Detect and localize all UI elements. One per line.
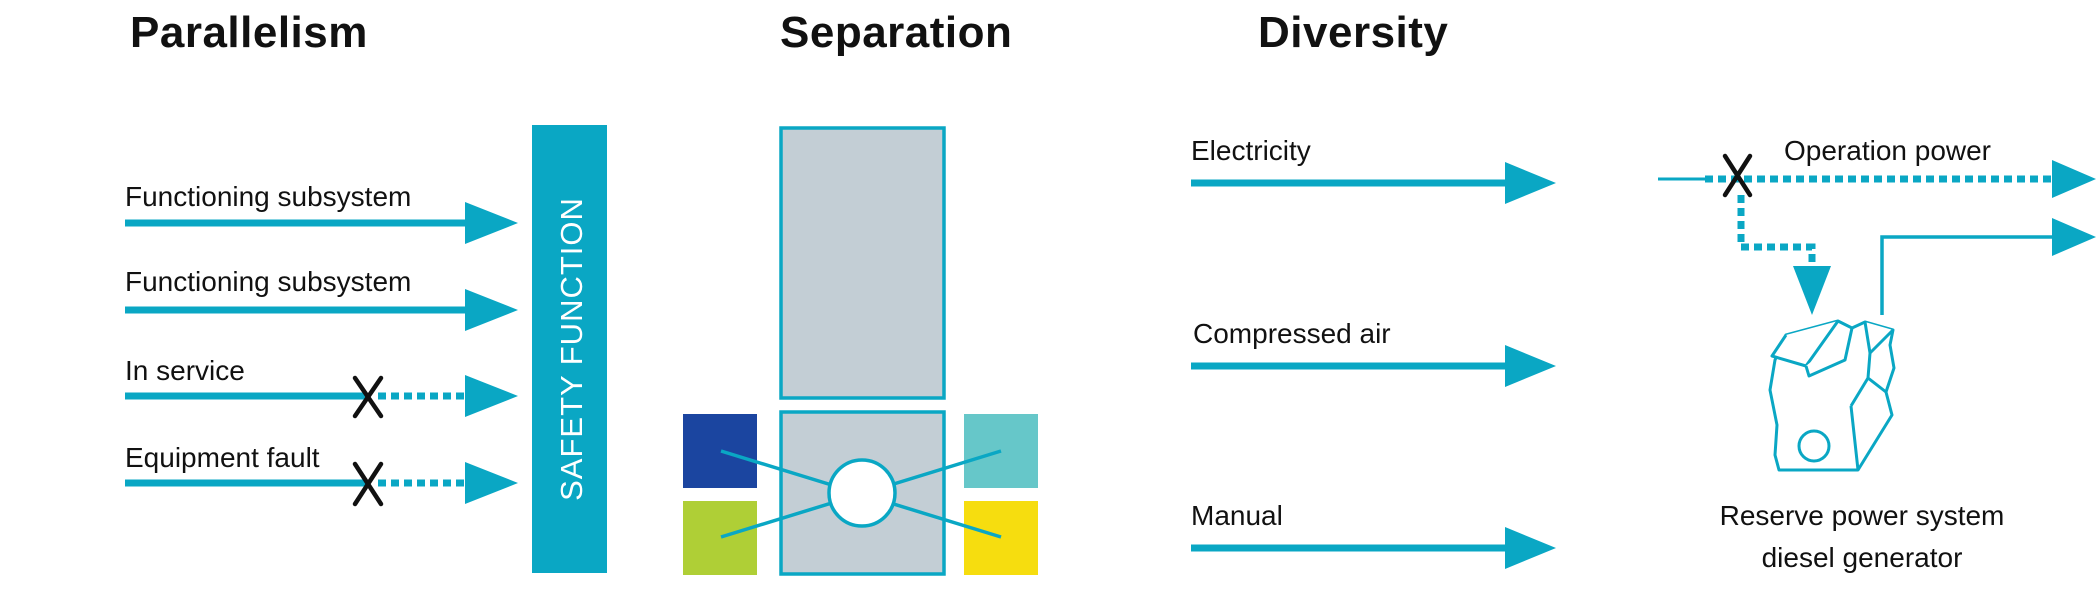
diversity-input-label: Compressed air [1193,318,1391,349]
operation-power-line [1658,160,2096,198]
backup-switch-line [1737,195,1831,315]
separation-heading: Separation [780,8,1013,57]
parallel-input-label: Functioning subsystem [125,181,412,212]
parallel-arrow-3-interrupted [125,375,518,417]
diesel-generator-icon [1768,319,1896,472]
parallel-input-label: Functioning subsystem [125,266,412,297]
connection-hub [827,458,897,528]
parallelism-heading: Parallelism [130,8,368,57]
diversity-input-label: Electricity [1191,135,1311,166]
dark-blue-subsystem [683,414,757,488]
safety-function-label: SAFETY FUNCTION [554,197,589,501]
diversity-arrow-manual [1191,527,1556,569]
fail-x-icon [352,461,384,507]
generator-output-line [1880,218,2096,315]
fail-x-icon [1722,153,1753,198]
parallel-arrow-4-interrupted [125,462,518,504]
diversity-input-label: Manual [1191,500,1283,531]
lime-subsystem [683,501,757,575]
parallel-input-label: In service [125,355,245,386]
parallel-arrow-2 [125,289,518,331]
separated-room-top [779,126,946,400]
parallel-arrow-1 [125,202,518,244]
yellow-subsystem [964,501,1038,575]
diversity-arrow-electricity [1191,162,1556,204]
parallel-input-label: Equipment fault [125,442,320,473]
reserve-caption-line2: diesel generator [1761,542,1963,573]
diversity-arrow-compressed-air [1191,345,1556,387]
safety-function-block [532,125,607,573]
fail-x-icon [352,375,384,419]
operation-power-label: Operation power [1784,135,1992,166]
diversity-heading: Diversity [1258,8,1449,57]
reserve-caption-line1: Reserve power system [1719,500,2005,531]
